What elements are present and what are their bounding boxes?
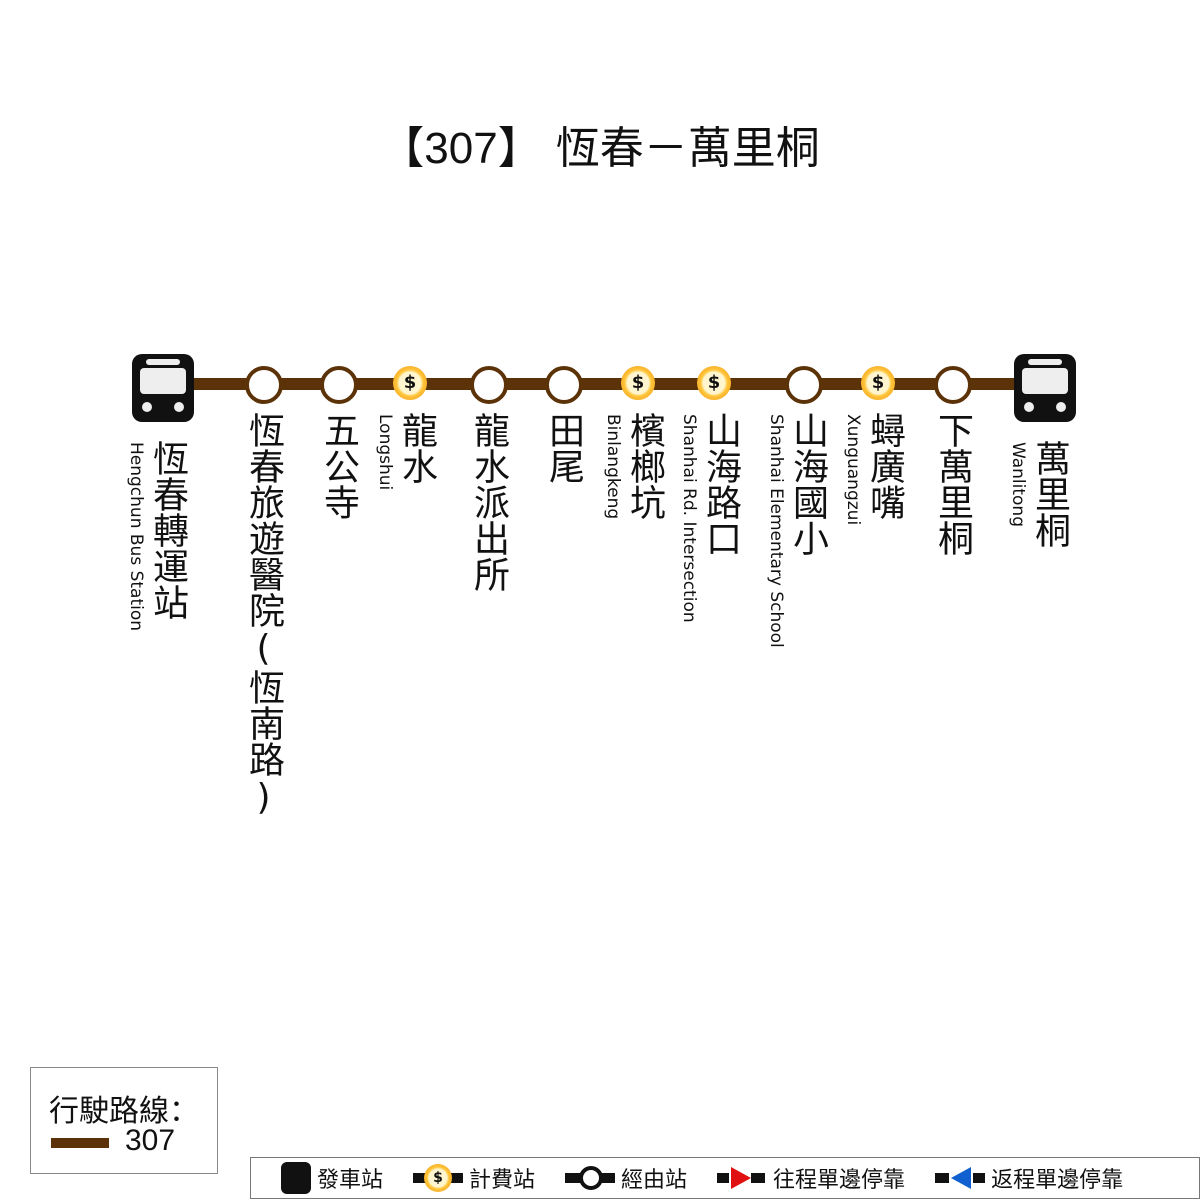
fare-stop-icon: $ bbox=[861, 366, 895, 400]
key-label: 返程單邊停靠 bbox=[991, 1168, 1124, 1193]
route-legend: 行駛路線： 307 bbox=[30, 1067, 218, 1174]
fare-stop-icon: $ bbox=[697, 366, 731, 400]
legend-title: 行駛路線： bbox=[49, 1094, 199, 1129]
stop-icon bbox=[565, 1166, 616, 1190]
symbol-key: 發車站 $計費站 經由站 往程單邊停靠 返程單邊停靠 bbox=[250, 1157, 1200, 1199]
station-name-zh: 萬里桐 bbox=[1029, 440, 1070, 548]
station-name-zh: 恆春旅遊醫院(恆南路) bbox=[243, 412, 284, 818]
station-name-en: Xunguangzui bbox=[843, 414, 863, 526]
key-terminal: 發車站 bbox=[281, 1162, 383, 1194]
station-name-zh: 龍水 bbox=[396, 412, 437, 484]
route-line bbox=[190, 378, 1020, 390]
station-name-zh: 五公寺 bbox=[318, 412, 359, 520]
stop-icon bbox=[245, 366, 283, 404]
station-name-zh: 山海國小 bbox=[787, 412, 828, 556]
station-name-en: Binlangkeng bbox=[603, 414, 623, 520]
key-inbound: 返程單邊停靠 bbox=[935, 1162, 1123, 1194]
station-name-en: Hengchun Bus Station bbox=[126, 442, 146, 632]
station-name-en: Longshui bbox=[375, 414, 395, 491]
stop-icon bbox=[785, 366, 823, 404]
route-number: 307 bbox=[424, 124, 498, 173]
route-swatch bbox=[51, 1138, 109, 1148]
station-name-en: Shanhai Elementary School bbox=[766, 414, 786, 648]
fare-stop-icon: $ bbox=[413, 1164, 464, 1192]
title-bracket: 】 bbox=[497, 123, 542, 174]
station-name-en: Wanlitong bbox=[1008, 442, 1028, 527]
fare-stop-icon: $ bbox=[621, 366, 655, 400]
legend-route-number: 307 bbox=[125, 1124, 176, 1157]
station-name-zh: 蟳廣嘴 bbox=[864, 412, 905, 520]
route-name: 恆春－萬里桐 bbox=[555, 123, 820, 174]
bus-terminal-icon bbox=[132, 354, 194, 422]
stop-icon bbox=[470, 366, 508, 404]
stop-icon bbox=[545, 366, 583, 404]
key-stop: 經由站 bbox=[565, 1162, 687, 1194]
key-label: 發車站 bbox=[317, 1168, 384, 1193]
station-name-zh: 山海路口 bbox=[700, 412, 741, 556]
station-name-zh: 龍水派出所 bbox=[468, 412, 509, 592]
fare-stop-icon: $ bbox=[393, 366, 427, 400]
key-label: 往程單邊停靠 bbox=[773, 1168, 906, 1193]
outbound-arrow-icon bbox=[717, 1167, 767, 1189]
page-title: 【307】 恆春－萬里桐 bbox=[0, 112, 1200, 176]
key-label: 經由站 bbox=[621, 1168, 688, 1193]
key-fare: $計費站 bbox=[413, 1162, 535, 1194]
bus-terminal-icon bbox=[1014, 354, 1076, 422]
title-bracket: 【 bbox=[380, 123, 425, 174]
station-name-zh: 檳榔坑 bbox=[624, 412, 665, 520]
station-name-zh: 田尾 bbox=[543, 412, 584, 484]
key-label: 計費站 bbox=[469, 1168, 536, 1193]
station-name-zh: 下萬里桐 bbox=[932, 412, 973, 556]
key-outbound: 往程單邊停靠 bbox=[717, 1162, 905, 1194]
stop-icon bbox=[320, 366, 358, 404]
stop-icon bbox=[934, 366, 972, 404]
bus-icon bbox=[281, 1162, 311, 1194]
inbound-arrow-icon bbox=[935, 1167, 986, 1189]
station-name-en: Shanhai Rd. Intersection bbox=[679, 414, 699, 623]
station-name-zh: 恆春轉運站 bbox=[147, 440, 188, 620]
